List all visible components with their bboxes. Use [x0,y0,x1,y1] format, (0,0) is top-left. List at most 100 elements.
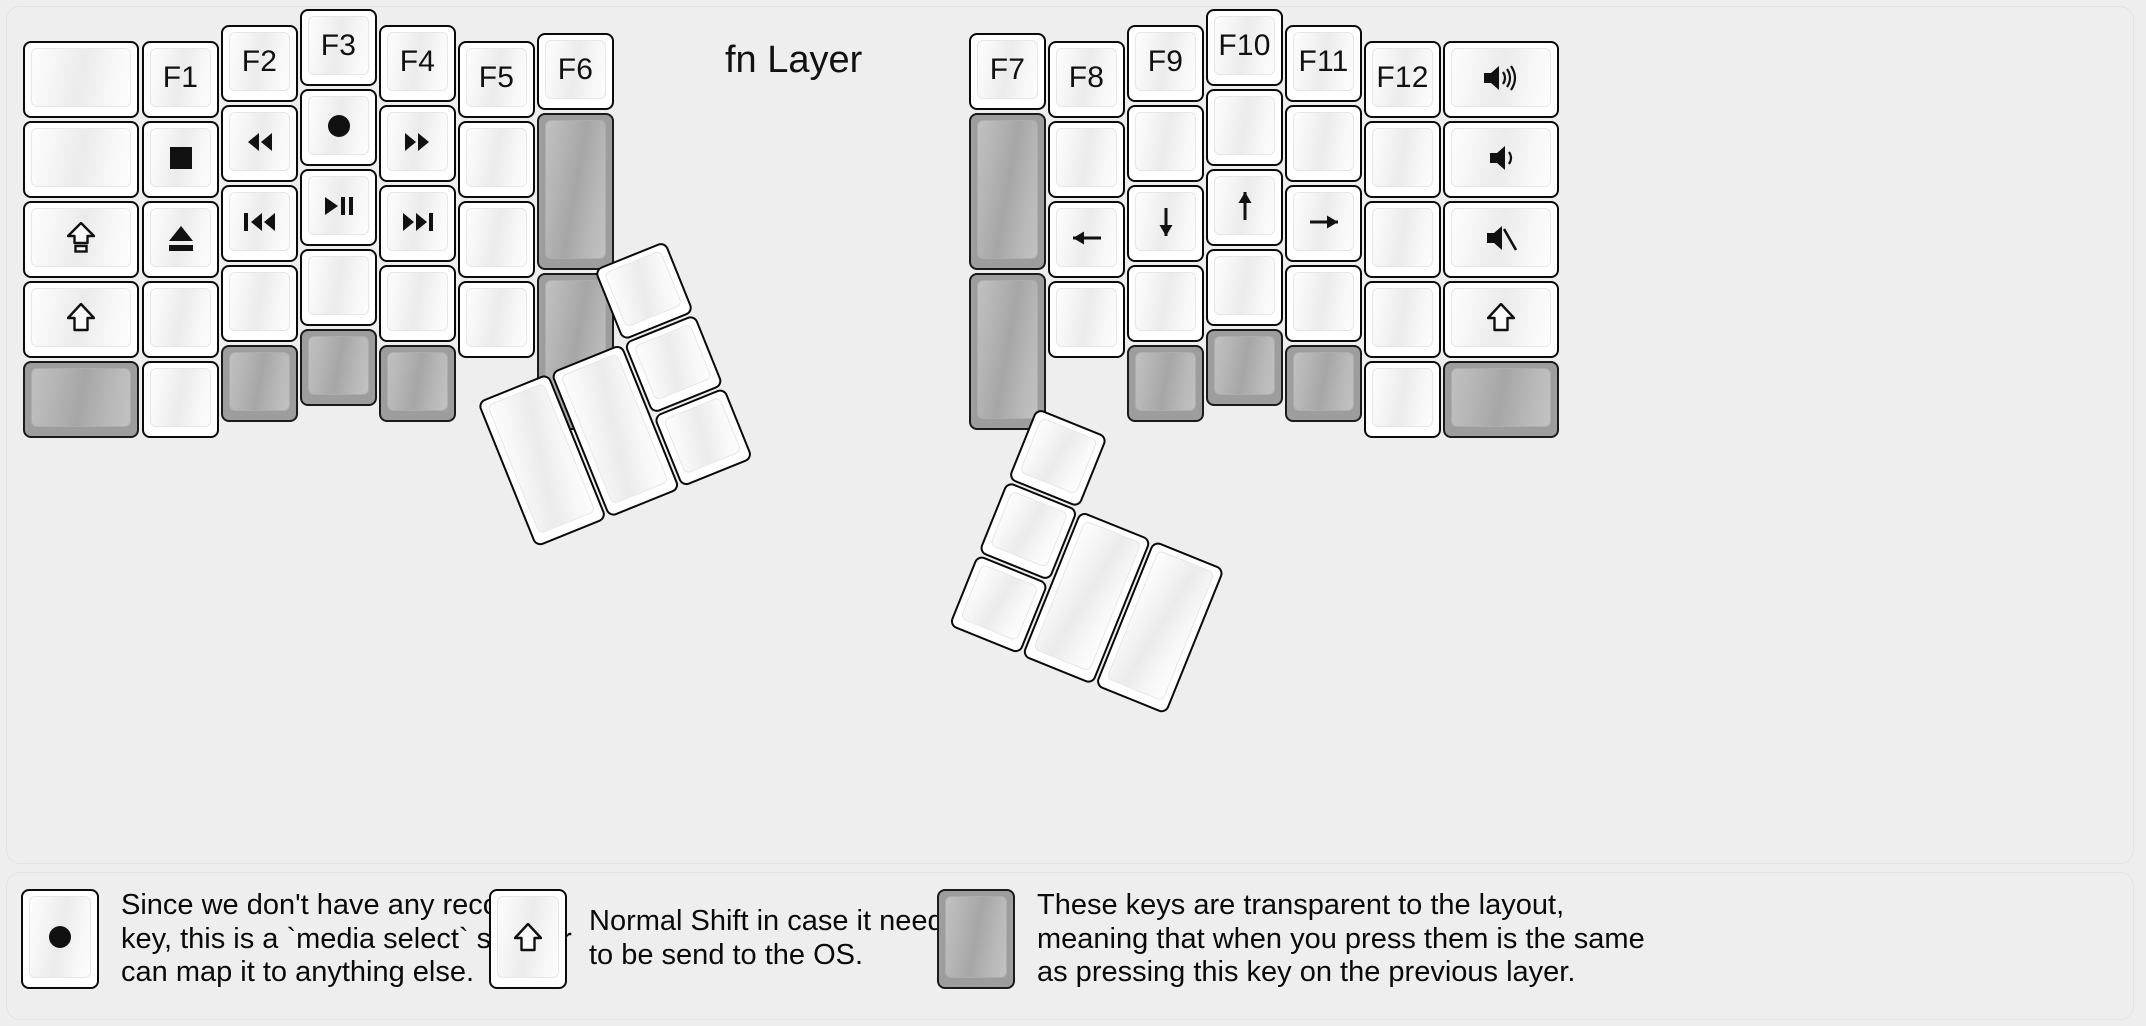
right-key-col-pinky-outer-1[interactable] [1443,121,1559,198]
key-face [1293,192,1354,251]
right-key-col-pinky-4[interactable] [1364,361,1441,438]
key-face [1214,336,1275,395]
left-key-col-pinky-4[interactable] [142,361,219,438]
right-key-col-ring-1[interactable] [1285,105,1362,182]
right-key-col-middle-1[interactable] [1206,89,1283,166]
key-label: F8 [1068,60,1105,94]
right-key-col-pinky-outer-0[interactable] [1443,41,1559,118]
left-key-col-pinky-outer-4[interactable] [23,361,139,438]
left-key-col-pinky-outer-2[interactable] [23,201,139,278]
key-face [1372,368,1433,427]
key-face [308,336,369,395]
left-key-col-ring-2[interactable] [221,185,298,262]
key-face [31,288,131,347]
legend-key-sample [21,889,99,990]
right-key-col-middle-0[interactable]: F10 [1206,9,1283,86]
left-key-col-index-1[interactable] [379,105,456,182]
right-key-col-inner-1[interactable] [969,113,1046,270]
right-key-col-middle-2[interactable] [1206,169,1283,246]
left-key-col-ring-4[interactable] [221,345,298,422]
key-face [1214,96,1275,155]
right-key-col-pinky-3[interactable] [1364,281,1441,358]
right-key-col-ring-3[interactable] [1285,265,1362,342]
left-key-col-index-inner-0[interactable]: F5 [458,41,535,118]
key-face [1135,272,1196,331]
right-key-col-index-0[interactable]: F9 [1127,25,1204,102]
right-key-col-index-3[interactable] [1127,265,1204,342]
right-key-col-pinky-0[interactable]: F12 [1364,41,1441,118]
key-label: F5 [478,60,515,94]
key-label: F7 [989,52,1026,86]
left-key-col-pinky-0[interactable]: F1 [142,41,219,118]
key-face [1135,112,1196,171]
key-face [308,96,369,155]
left-key-col-index-inner-2[interactable] [458,201,535,278]
right-key-col-ring-2[interactable] [1285,185,1362,262]
left-key-col-pinky-2[interactable] [142,201,219,278]
key-label: F1 [162,60,199,94]
left-key-col-inner-0[interactable]: F6 [537,33,614,110]
right-key-col-index-inner-0[interactable]: F8 [1048,41,1125,118]
key-face: F6 [545,40,606,99]
right-key-col-pinky-outer-3[interactable] [1443,281,1559,358]
key-face [387,352,448,411]
left-key-col-middle-1[interactable] [300,89,377,166]
key-face [229,352,290,411]
key-face: F3 [308,16,369,75]
right-key-col-pinky-1[interactable] [1364,121,1441,198]
right-key-col-index-1[interactable] [1127,105,1204,182]
right-key-col-index-inner-2[interactable] [1048,201,1125,278]
key-face [229,112,290,171]
key-face [1019,417,1098,495]
left-key-col-index-0[interactable]: F4 [379,25,456,102]
record-icon [47,924,73,950]
left-key-col-inner-1[interactable] [537,113,614,270]
left-key-col-ring-3[interactable] [221,265,298,342]
left-key-col-index-inner-1[interactable] [458,121,535,198]
left-key-col-pinky-1[interactable] [142,121,219,198]
right-key-col-middle-4[interactable] [1206,329,1283,406]
right-key-col-pinky-2[interactable] [1364,201,1441,278]
right-key-col-inner-2[interactable] [969,273,1046,430]
left-key-col-pinky-3[interactable] [142,281,219,358]
left-key-col-pinky-outer-1[interactable] [23,121,139,198]
key-face [545,120,606,259]
legend-keycap-2 [489,889,567,989]
left-key-col-index-inner-3[interactable] [458,281,535,358]
key-face [633,323,713,402]
left-key-col-pinky-outer-3[interactable] [23,281,139,358]
media-prev-track-icon [243,211,277,233]
arrow-left-icon [1071,227,1103,249]
right-key-col-ring-4[interactable] [1285,345,1362,422]
right-key-col-middle-3[interactable] [1206,249,1283,326]
key-face [31,128,131,187]
left-key-col-pinky-outer-0[interactable] [23,41,139,118]
media-fast-forward-icon [402,131,433,153]
left-key-col-middle-2[interactable] [300,169,377,246]
left-key-col-middle-4[interactable] [300,329,377,406]
left-key-col-middle-3[interactable] [300,249,377,326]
key-face [977,280,1038,419]
right-key-col-pinky-outer-4[interactable] [1443,361,1559,438]
right-key-col-inner-0[interactable]: F7 [969,33,1046,110]
right-key-col-index-4[interactable] [1127,345,1204,422]
right-key-col-index-inner-1[interactable] [1048,121,1125,198]
right-key-col-index-2[interactable] [1127,185,1204,262]
key-face [1372,208,1433,267]
left-key-col-index-4[interactable] [379,345,456,422]
key-label: F11 [1298,44,1349,78]
volume-mute-icon [1485,223,1518,253]
right-key-col-ring-0[interactable]: F11 [1285,25,1362,102]
left-key-col-middle-0[interactable]: F3 [300,9,377,86]
left-key-col-ring-0[interactable]: F2 [221,25,298,102]
left-key-col-index-2[interactable] [379,185,456,262]
left-key-col-index-3[interactable] [379,265,456,342]
legend-description: These keys are transparent to the layout… [1037,889,1645,989]
right-key-col-index-inner-3[interactable] [1048,281,1125,358]
key-face [308,176,369,235]
right-key-col-pinky-outer-2[interactable] [1443,201,1559,278]
left-key-col-ring-1[interactable] [221,105,298,182]
